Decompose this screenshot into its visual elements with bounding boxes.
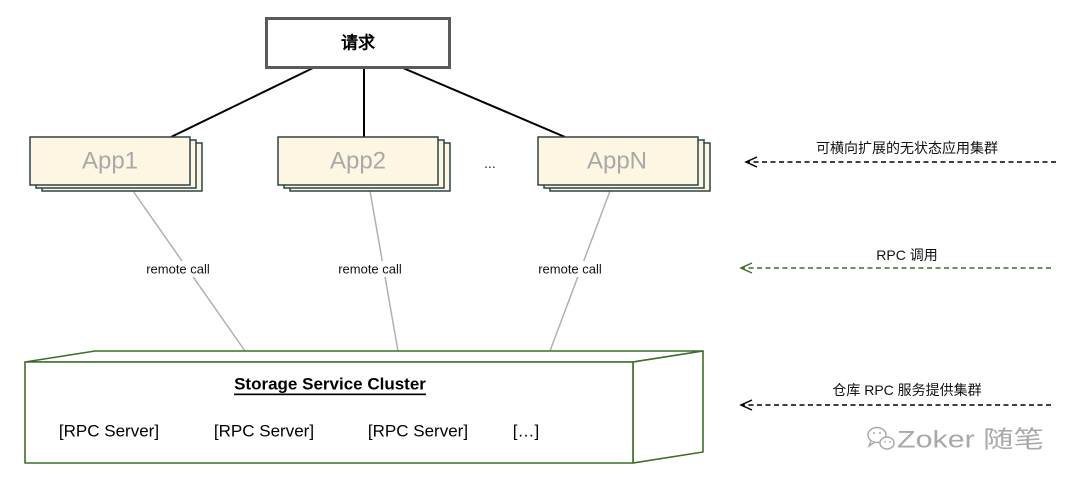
app-label: App1 <box>82 148 138 175</box>
app-label: App2 <box>330 148 386 175</box>
app-box <box>29 136 191 186</box>
watermark: Zoker 随笔 <box>867 426 1044 454</box>
app-box <box>537 136 699 186</box>
annotation-rpc-call: RPC 调用 <box>739 247 1051 274</box>
rpc-server-more: […] <box>513 422 539 441</box>
remote-call-labels: remote call remote call remote call <box>139 261 609 277</box>
app-node-2: App2 <box>277 136 451 192</box>
annotation-label: 仓库 RPC 服务提供集群 <box>832 382 981 398</box>
remote-call-label-bg <box>531 261 609 277</box>
connector-request-app1 <box>170 67 314 138</box>
rpc-server-label: [RPC Server] <box>368 422 468 441</box>
wechat-icon-eye <box>879 432 881 434</box>
wechat-icon-bubble-tail <box>867 440 875 449</box>
arrow-head-left-icon <box>744 156 758 168</box>
arrow-head-left-icon <box>739 399 753 411</box>
wechat-icon-eye <box>884 441 886 443</box>
connector-request-appn <box>402 67 566 138</box>
annotation-stateless-apps: 可横向扩展的无状态应用集群 <box>744 140 1056 168</box>
storage-title: Storage Service Cluster <box>234 375 426 394</box>
storage-side-face <box>632 350 704 464</box>
remote-call-label: remote call <box>338 262 402 277</box>
remote-call-label-bg <box>139 261 217 277</box>
wechat-icon-eye <box>889 441 891 443</box>
wechat-icon-bubble-small <box>879 436 895 450</box>
app-box <box>277 136 439 186</box>
app-node-1: App1 <box>29 136 203 192</box>
annotation-label: RPC 调用 <box>876 247 937 263</box>
request-connectors <box>170 67 566 138</box>
request-label: 请求 <box>341 33 375 53</box>
request-node: 请求 <box>265 17 451 69</box>
wechat-icon <box>867 426 895 450</box>
remote-call-label: remote call <box>538 262 602 277</box>
remote-call-label: remote call <box>146 262 210 277</box>
remote-call-label-bg <box>331 261 409 277</box>
app-label: AppN <box>587 148 647 175</box>
annotation-storage-cluster: 仓库 RPC 服务提供集群 <box>739 382 1051 411</box>
app-node-n: AppN <box>537 136 711 192</box>
storage-cluster: Storage Service Cluster [RPC Server] [RP… <box>24 350 704 464</box>
storage-front-face <box>24 361 634 464</box>
apps-more-ellipsis: ... <box>484 155 496 171</box>
arrow-head-left-icon <box>739 262 753 274</box>
rpc-server-label: [RPC Server] <box>214 422 314 441</box>
wechat-icon-eye <box>873 432 875 434</box>
storage-top-face <box>24 350 704 363</box>
watermark-text: Zoker 随笔 <box>897 427 1044 454</box>
rpc-server-label: [RPC Server] <box>59 422 159 441</box>
request-box <box>265 17 451 69</box>
annotation-label: 可横向扩展的无状态应用集群 <box>816 140 998 156</box>
